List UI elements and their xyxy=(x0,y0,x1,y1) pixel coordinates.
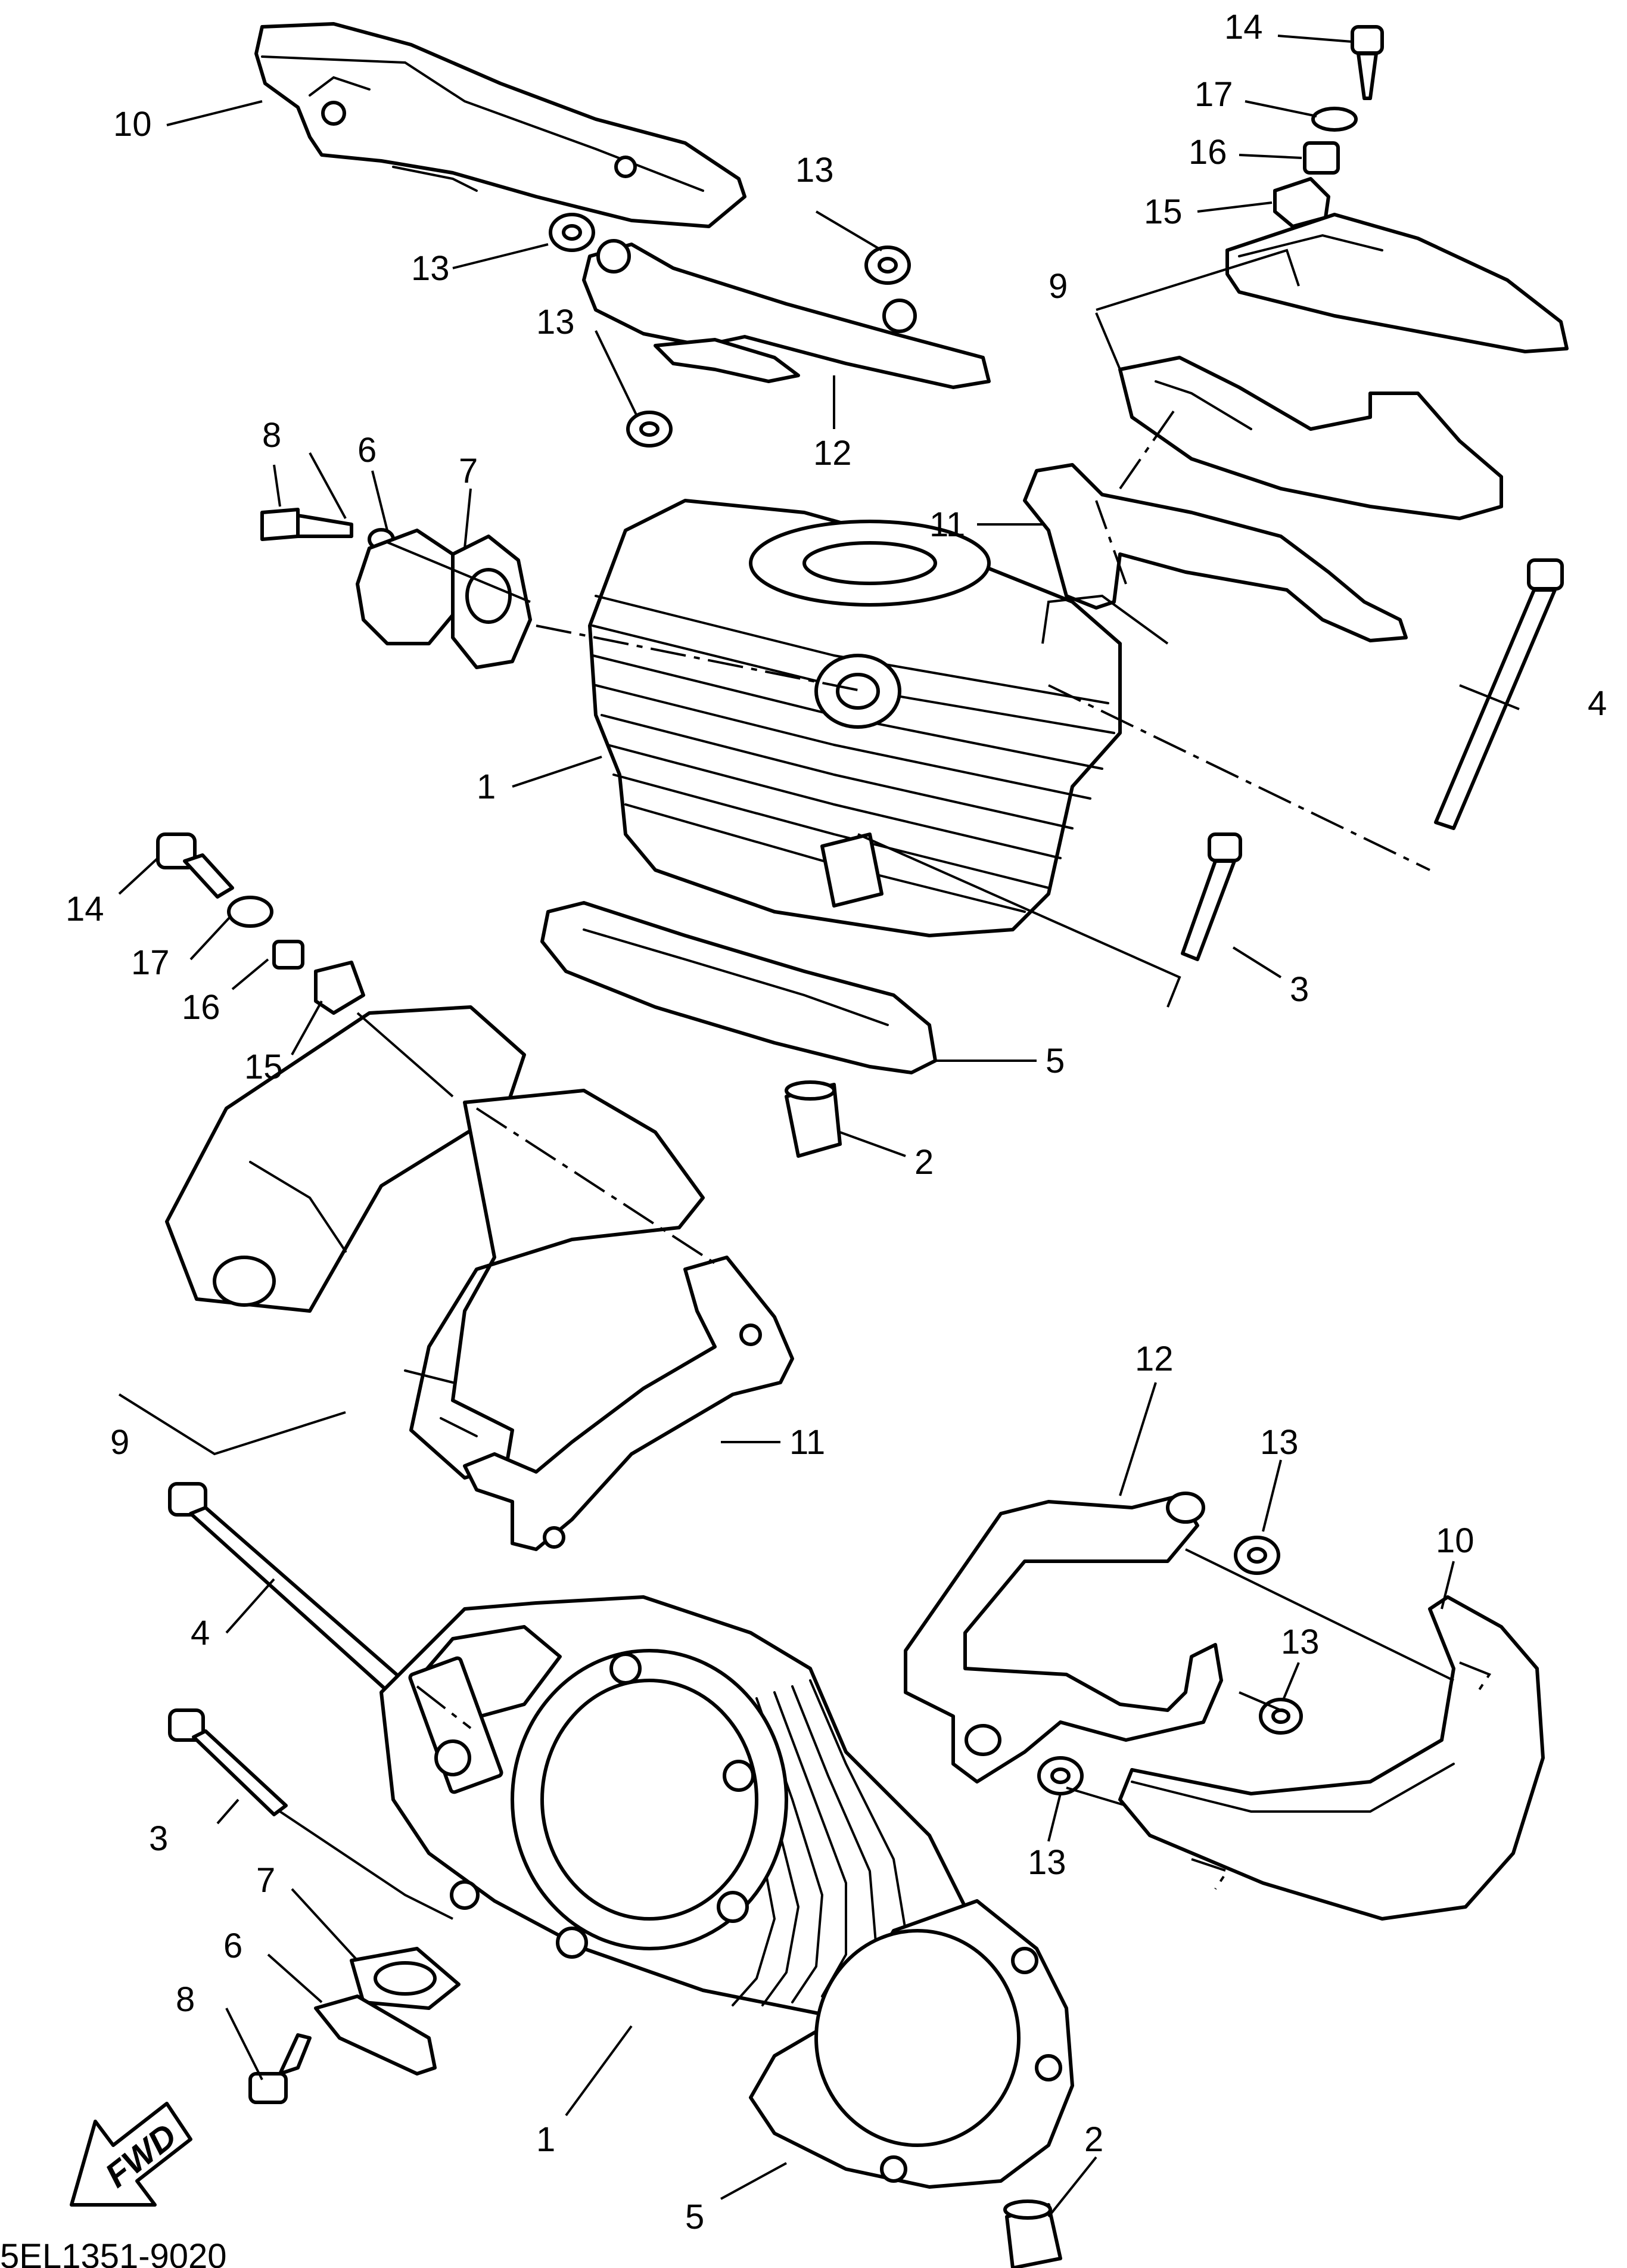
callout-labels: 10 13 13 13 12 14 17 16 15 9 11 4 8 6 7 … xyxy=(66,8,1607,2236)
callout-13-upper-lower: 13 xyxy=(536,303,575,341)
callout-1-upper: 1 xyxy=(477,768,496,806)
callout-10-lower: 10 xyxy=(1436,1521,1474,1560)
part-5-upper-gasket xyxy=(540,901,937,1074)
callout-15-lower: 15 xyxy=(244,1048,283,1086)
callout-6-upper: 6 xyxy=(357,431,377,470)
callout-leaders xyxy=(118,35,1520,2218)
part-1-upper-cylinder xyxy=(588,499,1122,937)
part-4-lower-stud xyxy=(168,1482,419,1706)
callout-15-upper: 15 xyxy=(1144,192,1183,231)
part-1-lower-cylinder xyxy=(379,1595,967,2016)
lower-bolt-washer-stack xyxy=(156,832,365,1015)
callout-8-lower: 8 xyxy=(176,1980,195,2019)
part-10-upper-cover xyxy=(254,22,746,228)
callout-3-upper: 3 xyxy=(1290,970,1309,1009)
callout-2-lower: 2 xyxy=(1084,2120,1103,2159)
callout-17-upper: 17 xyxy=(1194,75,1233,114)
part-11-lower-gasket xyxy=(463,1256,794,1551)
part-9-upper-cover xyxy=(1118,213,1569,520)
callout-12-lower: 12 xyxy=(1135,1340,1174,1378)
callout-7-lower: 7 xyxy=(256,1861,275,1900)
part-13-lower-grommets xyxy=(1037,1536,1303,1795)
part-2-lower-dowel xyxy=(1003,2199,1062,2268)
callout-3-lower: 3 xyxy=(149,1819,168,1858)
lower-side-cover-assembly xyxy=(248,1947,461,2104)
callout-7-upper: 7 xyxy=(459,452,478,490)
callout-9-lower: 9 xyxy=(110,1423,129,1462)
diagram-code: 5EL1351-9020 xyxy=(0,2237,227,2268)
callout-5-lower: 5 xyxy=(685,2198,704,2236)
callout-12-upper: 12 xyxy=(813,434,852,473)
callout-13-upper-top: 13 xyxy=(795,151,834,189)
part-4-upper-stud xyxy=(1434,558,1564,830)
upper-side-cover-assembly xyxy=(260,508,532,669)
callout-14-upper: 14 xyxy=(1224,8,1263,46)
callout-5-upper: 5 xyxy=(1046,1042,1065,1080)
callout-16-lower: 16 xyxy=(182,988,220,1027)
callout-13-upper-left: 13 xyxy=(411,249,450,288)
callout-6-lower: 6 xyxy=(223,1927,242,1965)
callout-9-upper: 9 xyxy=(1049,267,1068,306)
callout-13-lower-top: 13 xyxy=(1260,1423,1299,1462)
part-9-lower-cover xyxy=(165,1005,705,1480)
part-3-lower-stud xyxy=(168,1708,288,1816)
callout-8-upper: 8 xyxy=(262,416,281,455)
callout-14-lower: 14 xyxy=(66,890,104,928)
part-11-upper-gasket xyxy=(1023,463,1408,642)
callout-4-lower: 4 xyxy=(191,1614,210,1652)
fwd-arrow-icon: FWD xyxy=(70,2102,192,2207)
part-13-upper-grommets xyxy=(549,213,911,448)
part-2-upper-dowel xyxy=(785,1080,842,1158)
part-12-upper-plate xyxy=(582,239,991,389)
part-3-upper-stud xyxy=(1181,832,1242,961)
callout-16-upper: 16 xyxy=(1189,133,1227,172)
callout-11-lower: 11 xyxy=(789,1423,825,1462)
assembly-lines xyxy=(118,248,1454,1920)
callout-1-lower: 1 xyxy=(536,2120,555,2159)
callout-13-lower-bottom: 13 xyxy=(1028,1843,1066,1882)
part-12-lower-plate xyxy=(904,1492,1223,1784)
callout-10-upper: 10 xyxy=(113,105,152,144)
callout-17-lower: 17 xyxy=(131,943,170,982)
callout-11-upper: 11 xyxy=(929,505,965,544)
callout-13-lower-mid: 13 xyxy=(1281,1623,1320,1661)
part-10-lower-cover xyxy=(1118,1595,1545,1921)
upper-bolt-washer-stack xyxy=(1273,25,1384,228)
callout-4-upper: 4 xyxy=(1588,684,1607,723)
callout-2-upper: 2 xyxy=(914,1143,934,1182)
part-5-lower-gasket xyxy=(749,1899,1074,2189)
